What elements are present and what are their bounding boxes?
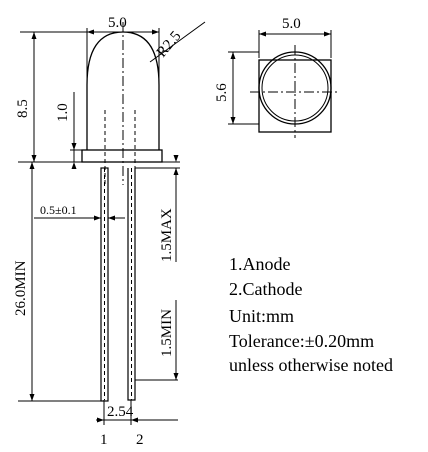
dim-body-width: 5.0 [108, 15, 127, 31]
dim-lead-spacing: 2.54 [107, 404, 134, 420]
note-cathode: 2.Cathode [229, 278, 303, 299]
led-flange [81, 149, 163, 163]
dim-lead-length: 26.0MIN [13, 260, 29, 316]
pin-2-label: 2 [136, 432, 144, 448]
dim-lead-short-min: 1.5MIN [159, 309, 175, 357]
note-anode: 1.Anode [229, 254, 291, 274]
note-unit: Unit:mm [229, 306, 295, 326]
dim-flange-height: 1.0 [55, 103, 71, 122]
notes-block: 1.Anode 2.Cathode Unit:mm Tolerance:±0.2… [229, 252, 425, 378]
note-otherwise: unless otherwise noted [229, 355, 393, 375]
dim-top-width: 5.0 [282, 16, 301, 32]
dim-flange-diameter: 5.6 [214, 83, 230, 102]
note-tolerance: Tolerance:±0.20mm [229, 330, 375, 351]
dim-lead-bend-max: 1.5MAX [159, 208, 175, 262]
pin-1-label: 1 [100, 432, 108, 448]
dim-overall-height: 8.5 [15, 99, 31, 118]
dim-lead-width: 0.5±0.1 [40, 203, 77, 217]
